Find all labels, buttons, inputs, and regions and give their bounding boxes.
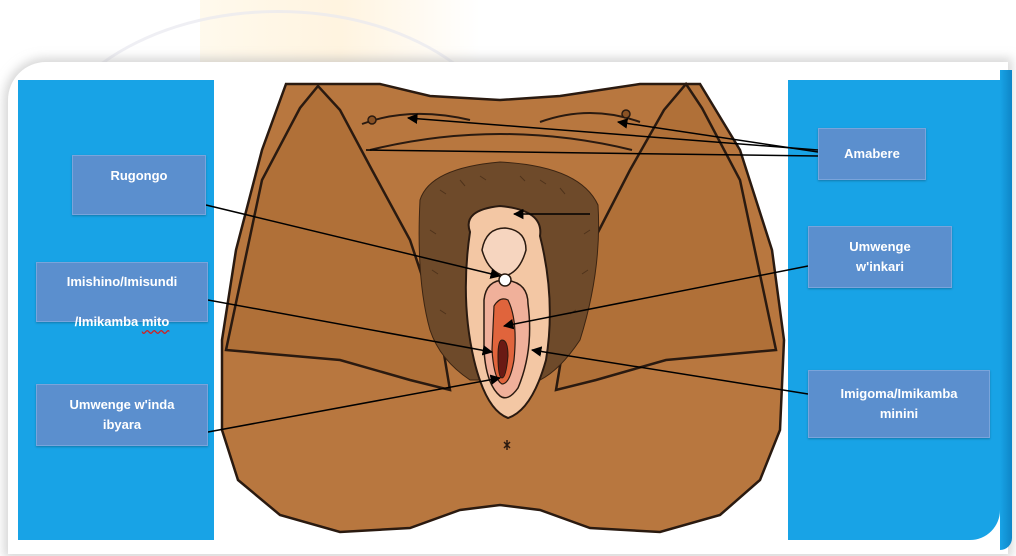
label-umwenge-inda-ibyara: Umwenge w'inda ibyara xyxy=(36,384,208,446)
label-imishino-line1: Imishino/Imisundi xyxy=(67,274,178,289)
label-rugongo: Rugongo xyxy=(72,155,206,215)
label-imigoma: Imigoma/Imikamba minini xyxy=(808,370,990,438)
right-nipple xyxy=(622,110,630,118)
label-imishino-text: Imishino/Imisundi /Imikamba mito xyxy=(67,252,178,332)
label-umwenge-winkari: Umwenge w'inkari xyxy=(808,226,952,288)
label-imishino-underlined-word: mito xyxy=(142,314,169,329)
label-imishino: Imishino/Imisundi /Imikamba mito xyxy=(36,262,208,322)
left-nipple xyxy=(368,116,376,124)
label-imishino-line2: /Imikamba xyxy=(75,314,142,329)
clitoris xyxy=(499,274,511,286)
label-amabere: Amabere xyxy=(818,128,926,180)
